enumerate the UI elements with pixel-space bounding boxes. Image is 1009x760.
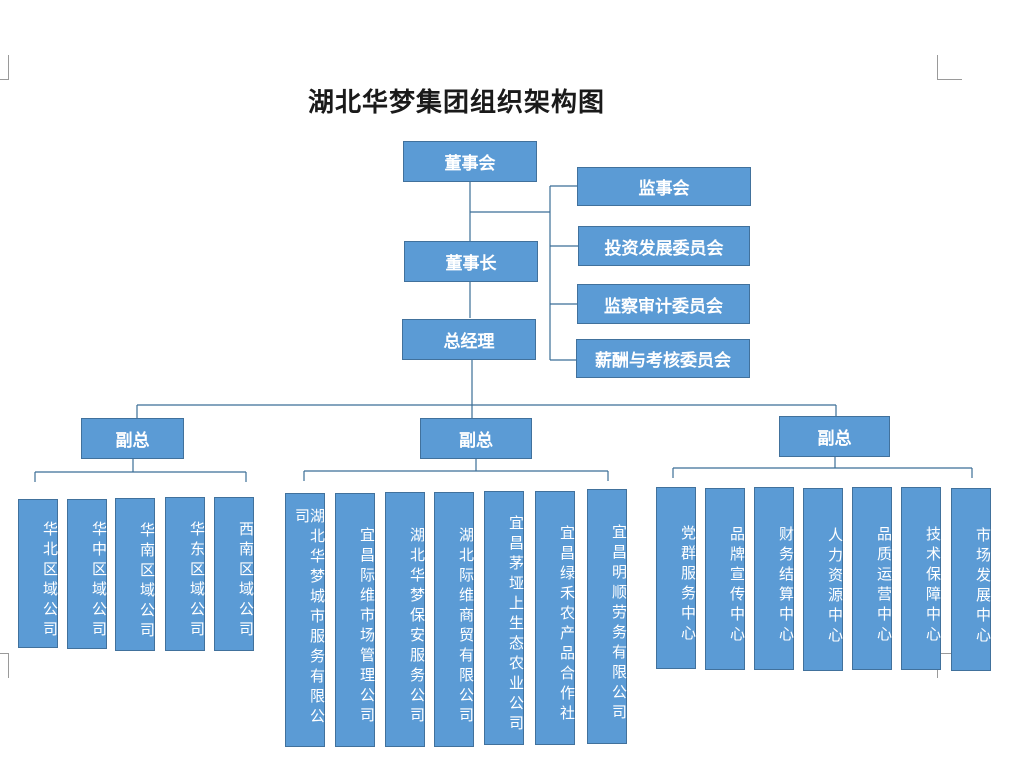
gm-box: 总经理 <box>402 319 536 360</box>
committee-box: 监事会 <box>577 167 751 206</box>
committee-box: 监察审计委员会 <box>577 284 750 324</box>
center-box: 人力资源中心 <box>803 488 844 671</box>
board-box: 董事会 <box>403 141 537 182</box>
subsidiary-box: 宜昌际维市场管理公司 <box>335 493 376 747</box>
page-corner-mark <box>0 55 9 80</box>
subsidiary-box: 宜昌明顺劳务有限公司 <box>587 489 628 744</box>
vp-box: 副总 <box>420 418 532 459</box>
subsidiary-box: 湖北际维商贸有限公司 <box>434 492 475 747</box>
region-company-box: 华南区域公司 <box>115 498 156 651</box>
center-box: 品牌宣传中心 <box>705 488 746 670</box>
subsidiary-box: 湖北华梦城市服务有限公司 <box>285 493 326 747</box>
subsidiary-box: 宜昌茅垭上生态农业公司 <box>484 491 525 745</box>
committee-box: 薪酬与考核委员会 <box>576 339 750 378</box>
page-corner-mark <box>0 653 9 678</box>
center-box: 品质运营中心 <box>852 487 893 670</box>
vp-box: 副总 <box>81 418 184 459</box>
subsidiary-box: 湖北华梦保安服务公司 <box>385 492 426 747</box>
chairman-box: 董事长 <box>404 241 538 282</box>
committee-box: 投资发展委员会 <box>578 226 750 266</box>
page-corner-mark <box>937 55 962 80</box>
page-title: 湖北华梦集团组织架构图 <box>308 88 606 118</box>
center-box: 党群服务中心 <box>656 487 697 669</box>
center-box: 市场发展中心 <box>951 488 992 671</box>
region-company-box: 华北区域公司 <box>18 499 59 648</box>
region-company-box: 西南区域公司 <box>214 497 255 651</box>
region-company-box: 华东区域公司 <box>165 497 206 651</box>
center-box: 技术保障中心 <box>901 487 942 670</box>
region-company-box: 华中区域公司 <box>67 499 108 649</box>
vp-box: 副总 <box>779 416 890 457</box>
center-box: 财务结算中心 <box>754 487 795 670</box>
subsidiary-box: 宜昌绿禾农产品合作社 <box>535 491 576 745</box>
